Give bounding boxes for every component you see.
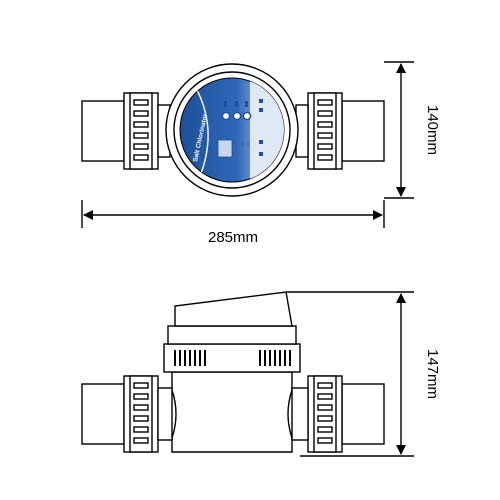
housing-inner-ring xyxy=(173,71,291,189)
panel-display xyxy=(217,139,233,158)
height-147-label: 147mm xyxy=(424,349,441,399)
side-collar xyxy=(167,325,297,345)
side-left-union-nut xyxy=(123,375,173,453)
top-view: Salt Chlorinator xyxy=(81,61,441,246)
panel-buttons[interactable] xyxy=(221,111,252,121)
dimension-285mm: 285mm xyxy=(81,200,385,246)
width-285-label: 285mm xyxy=(208,229,258,246)
side-right-union-nut xyxy=(291,375,343,453)
top-left-pipe xyxy=(81,100,125,162)
side-view: 147mm xyxy=(81,291,441,457)
side-vent-right xyxy=(259,350,291,366)
side-left-pipe xyxy=(81,383,125,445)
side-right-pipe xyxy=(341,383,385,445)
dimension-147mm: 147mm xyxy=(286,291,441,457)
side-vent-left xyxy=(174,350,206,366)
dimension-140mm: 140mm xyxy=(384,61,441,199)
height-140-label: 140mm xyxy=(424,105,441,155)
side-lid xyxy=(174,291,293,327)
panel-button-1[interactable] xyxy=(221,111,231,121)
top-right-pipe xyxy=(341,100,385,162)
panel-indicators xyxy=(224,99,263,156)
side-head xyxy=(163,343,301,373)
panel-button-2[interactable] xyxy=(232,111,242,121)
panel-button-3[interactable] xyxy=(242,111,252,121)
side-body xyxy=(171,371,293,453)
top-right-union-nut xyxy=(295,92,343,170)
top-left-union-nut xyxy=(123,92,171,170)
